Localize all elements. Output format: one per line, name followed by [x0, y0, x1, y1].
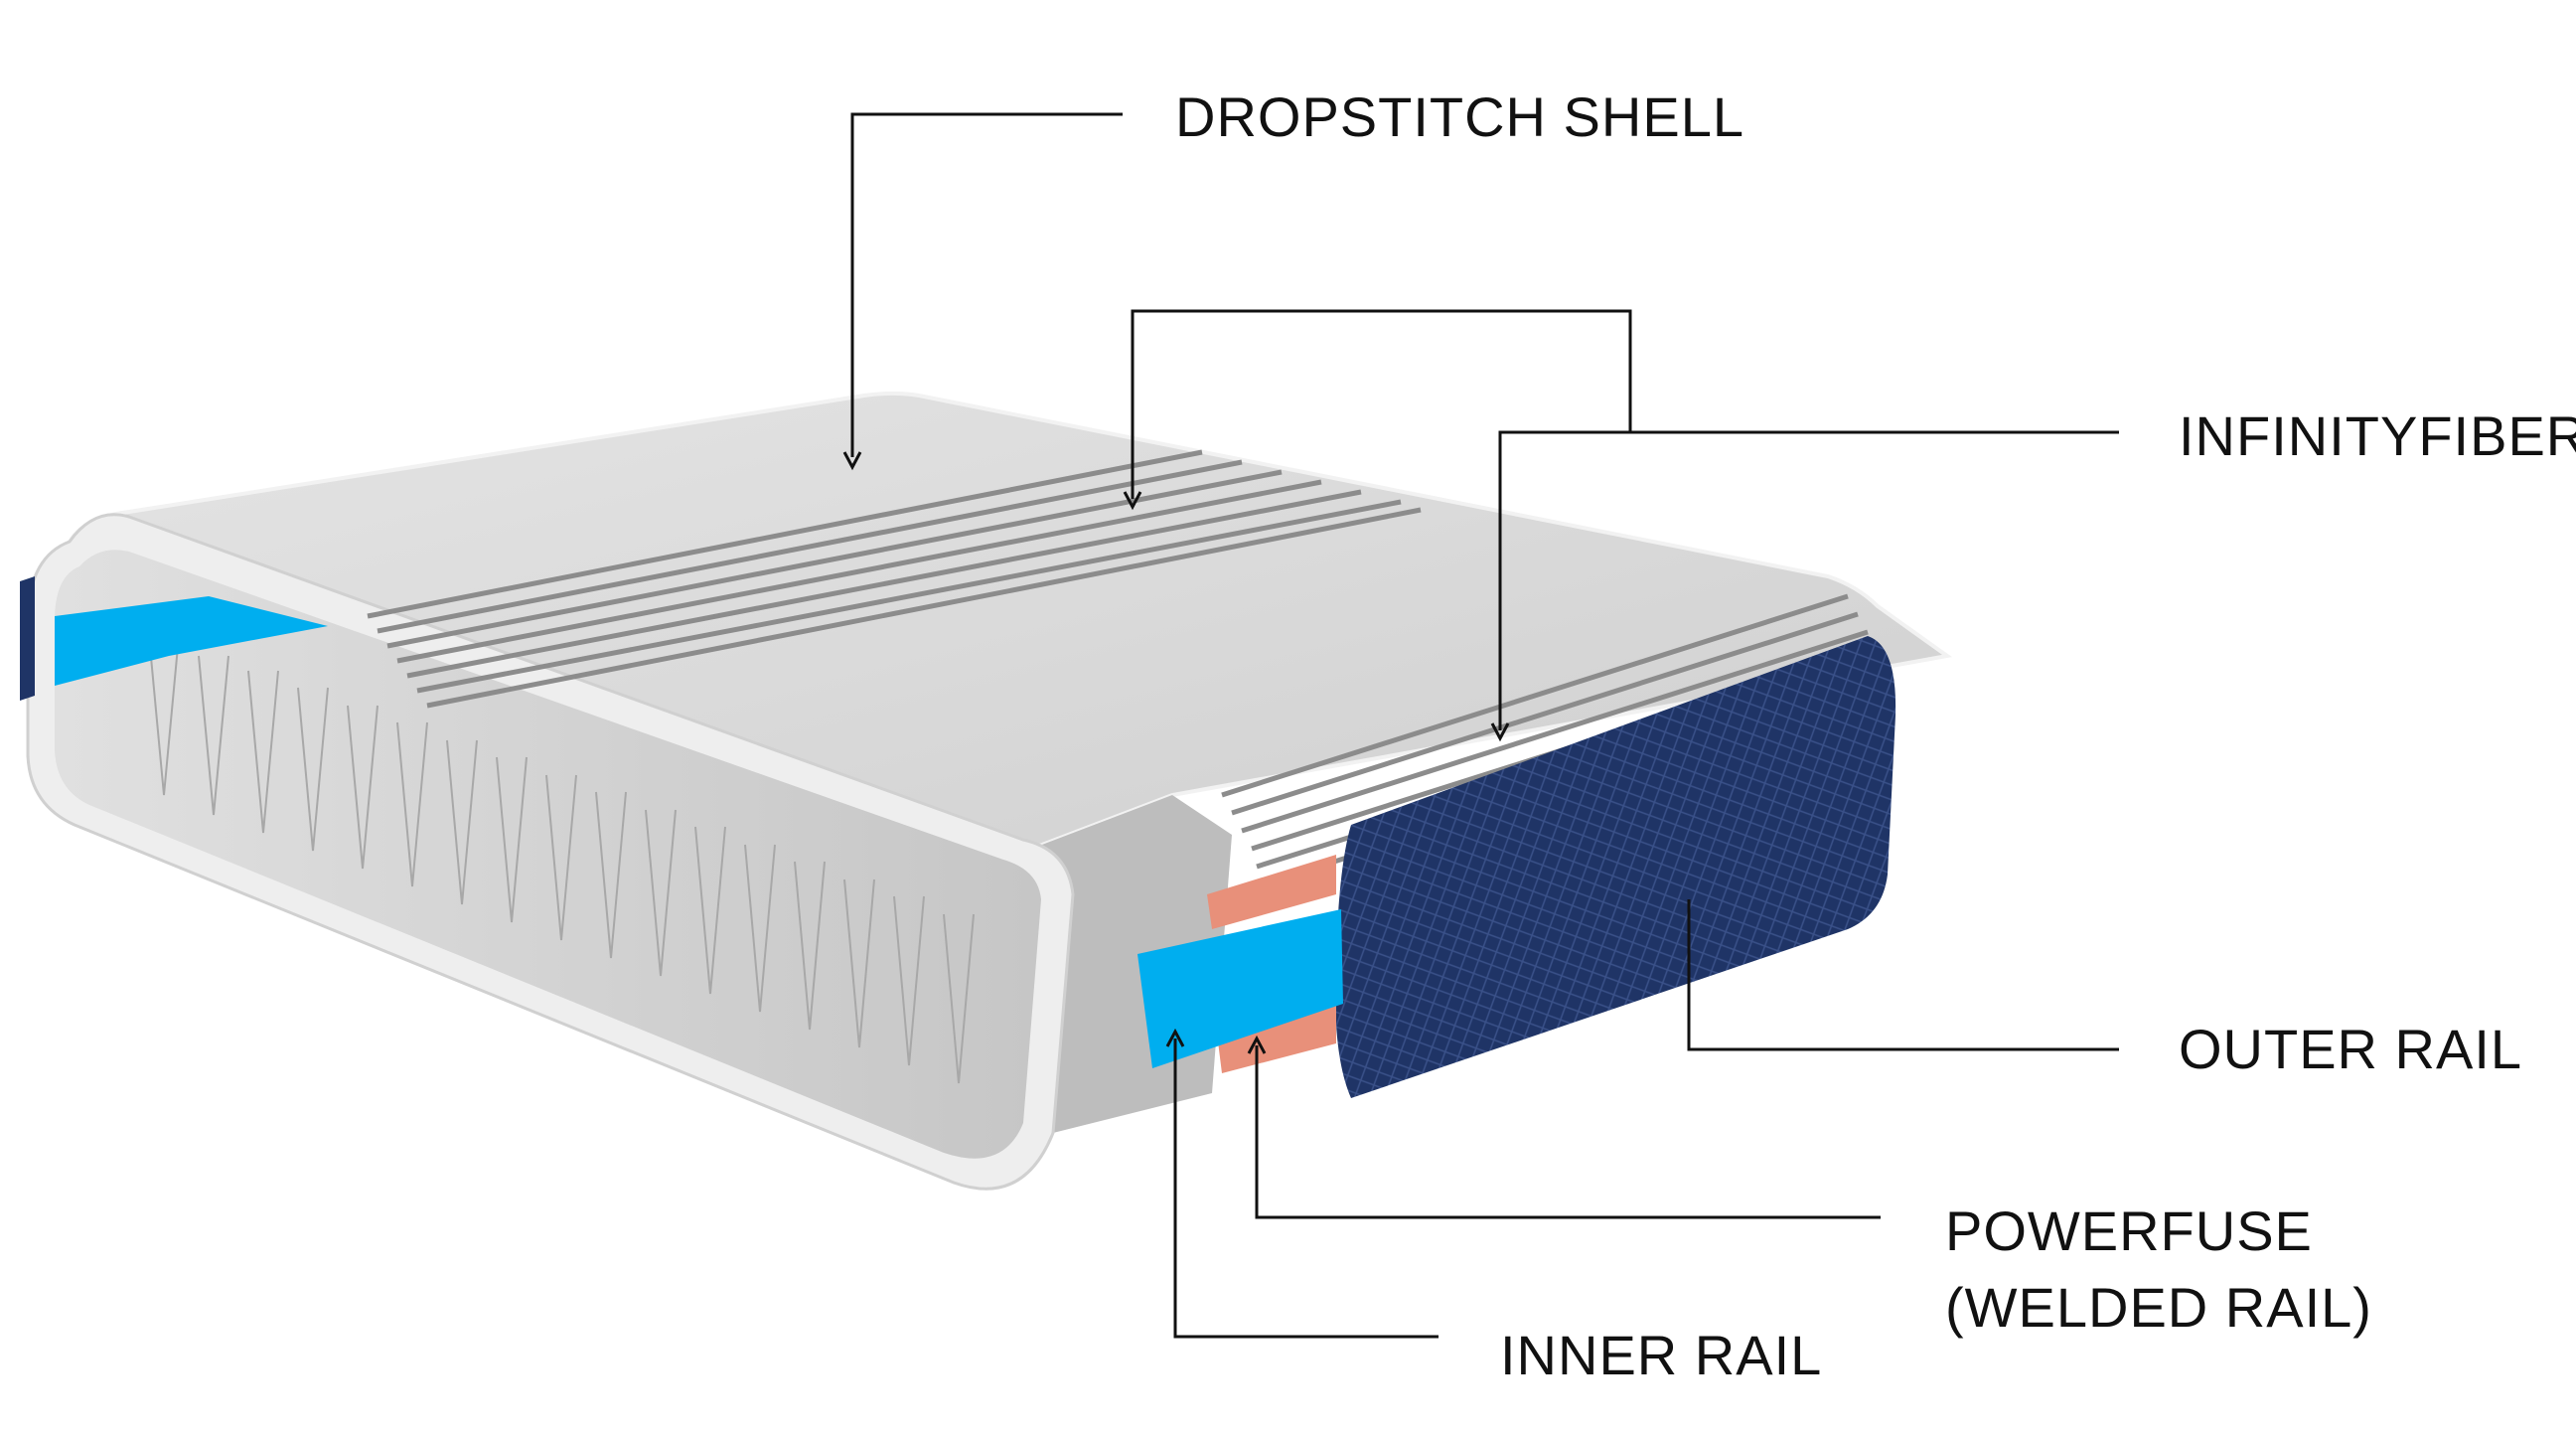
infinityfiber-top-stripes — [367, 449, 1422, 709]
label-dropstitch-shell: DROPSTITCH SHELL — [1175, 85, 1744, 148]
outer-rail-left-edge — [20, 576, 35, 701]
inner-rail-left-strip — [55, 596, 328, 686]
infinityfiber-arrow-side — [1490, 722, 1510, 742]
infinityfiber-leader-top — [1131, 309, 2119, 499]
cross-section-interior — [55, 550, 1041, 1159]
dropstitch-shell-leader — [850, 112, 1123, 457]
powerfuse-upper — [1207, 855, 1336, 929]
dropstitch-threads — [148, 635, 975, 1084]
powerfuse-lower — [1217, 999, 1336, 1073]
inner-rail — [1137, 909, 1343, 1068]
infinityfiber-arrow-top — [1123, 491, 1142, 511]
label-infinityfiber: INFINITYFIBER — [2179, 404, 2576, 467]
inner-rail-leader — [1173, 1038, 1439, 1339]
labels: DROPSTITCH SHELL INFINITYFIBER OUTER RAI… — [1175, 85, 2576, 1386]
outer-rail — [1335, 636, 1896, 1098]
powerfuse-arrow — [1247, 1035, 1267, 1054]
dropstitch-shell-arrow — [842, 451, 862, 471]
label-inner-rail: INNER RAIL — [1500, 1324, 1822, 1386]
label-outer-rail: OUTER RAIL — [2179, 1018, 2522, 1080]
powerfuse-leader — [1255, 1045, 1881, 1219]
outer-rail-leader — [1687, 899, 2119, 1051]
infinityfiber-leader-side — [1498, 430, 1630, 730]
label-powerfuse: POWERFUSE — [1945, 1199, 2313, 1262]
board-body — [20, 391, 1953, 1191]
inner-rail-arrow — [1165, 1028, 1185, 1047]
label-powerfuse-welded-rail: (WELDED RAIL) — [1945, 1276, 2372, 1339]
leader-lines — [842, 112, 2119, 1339]
